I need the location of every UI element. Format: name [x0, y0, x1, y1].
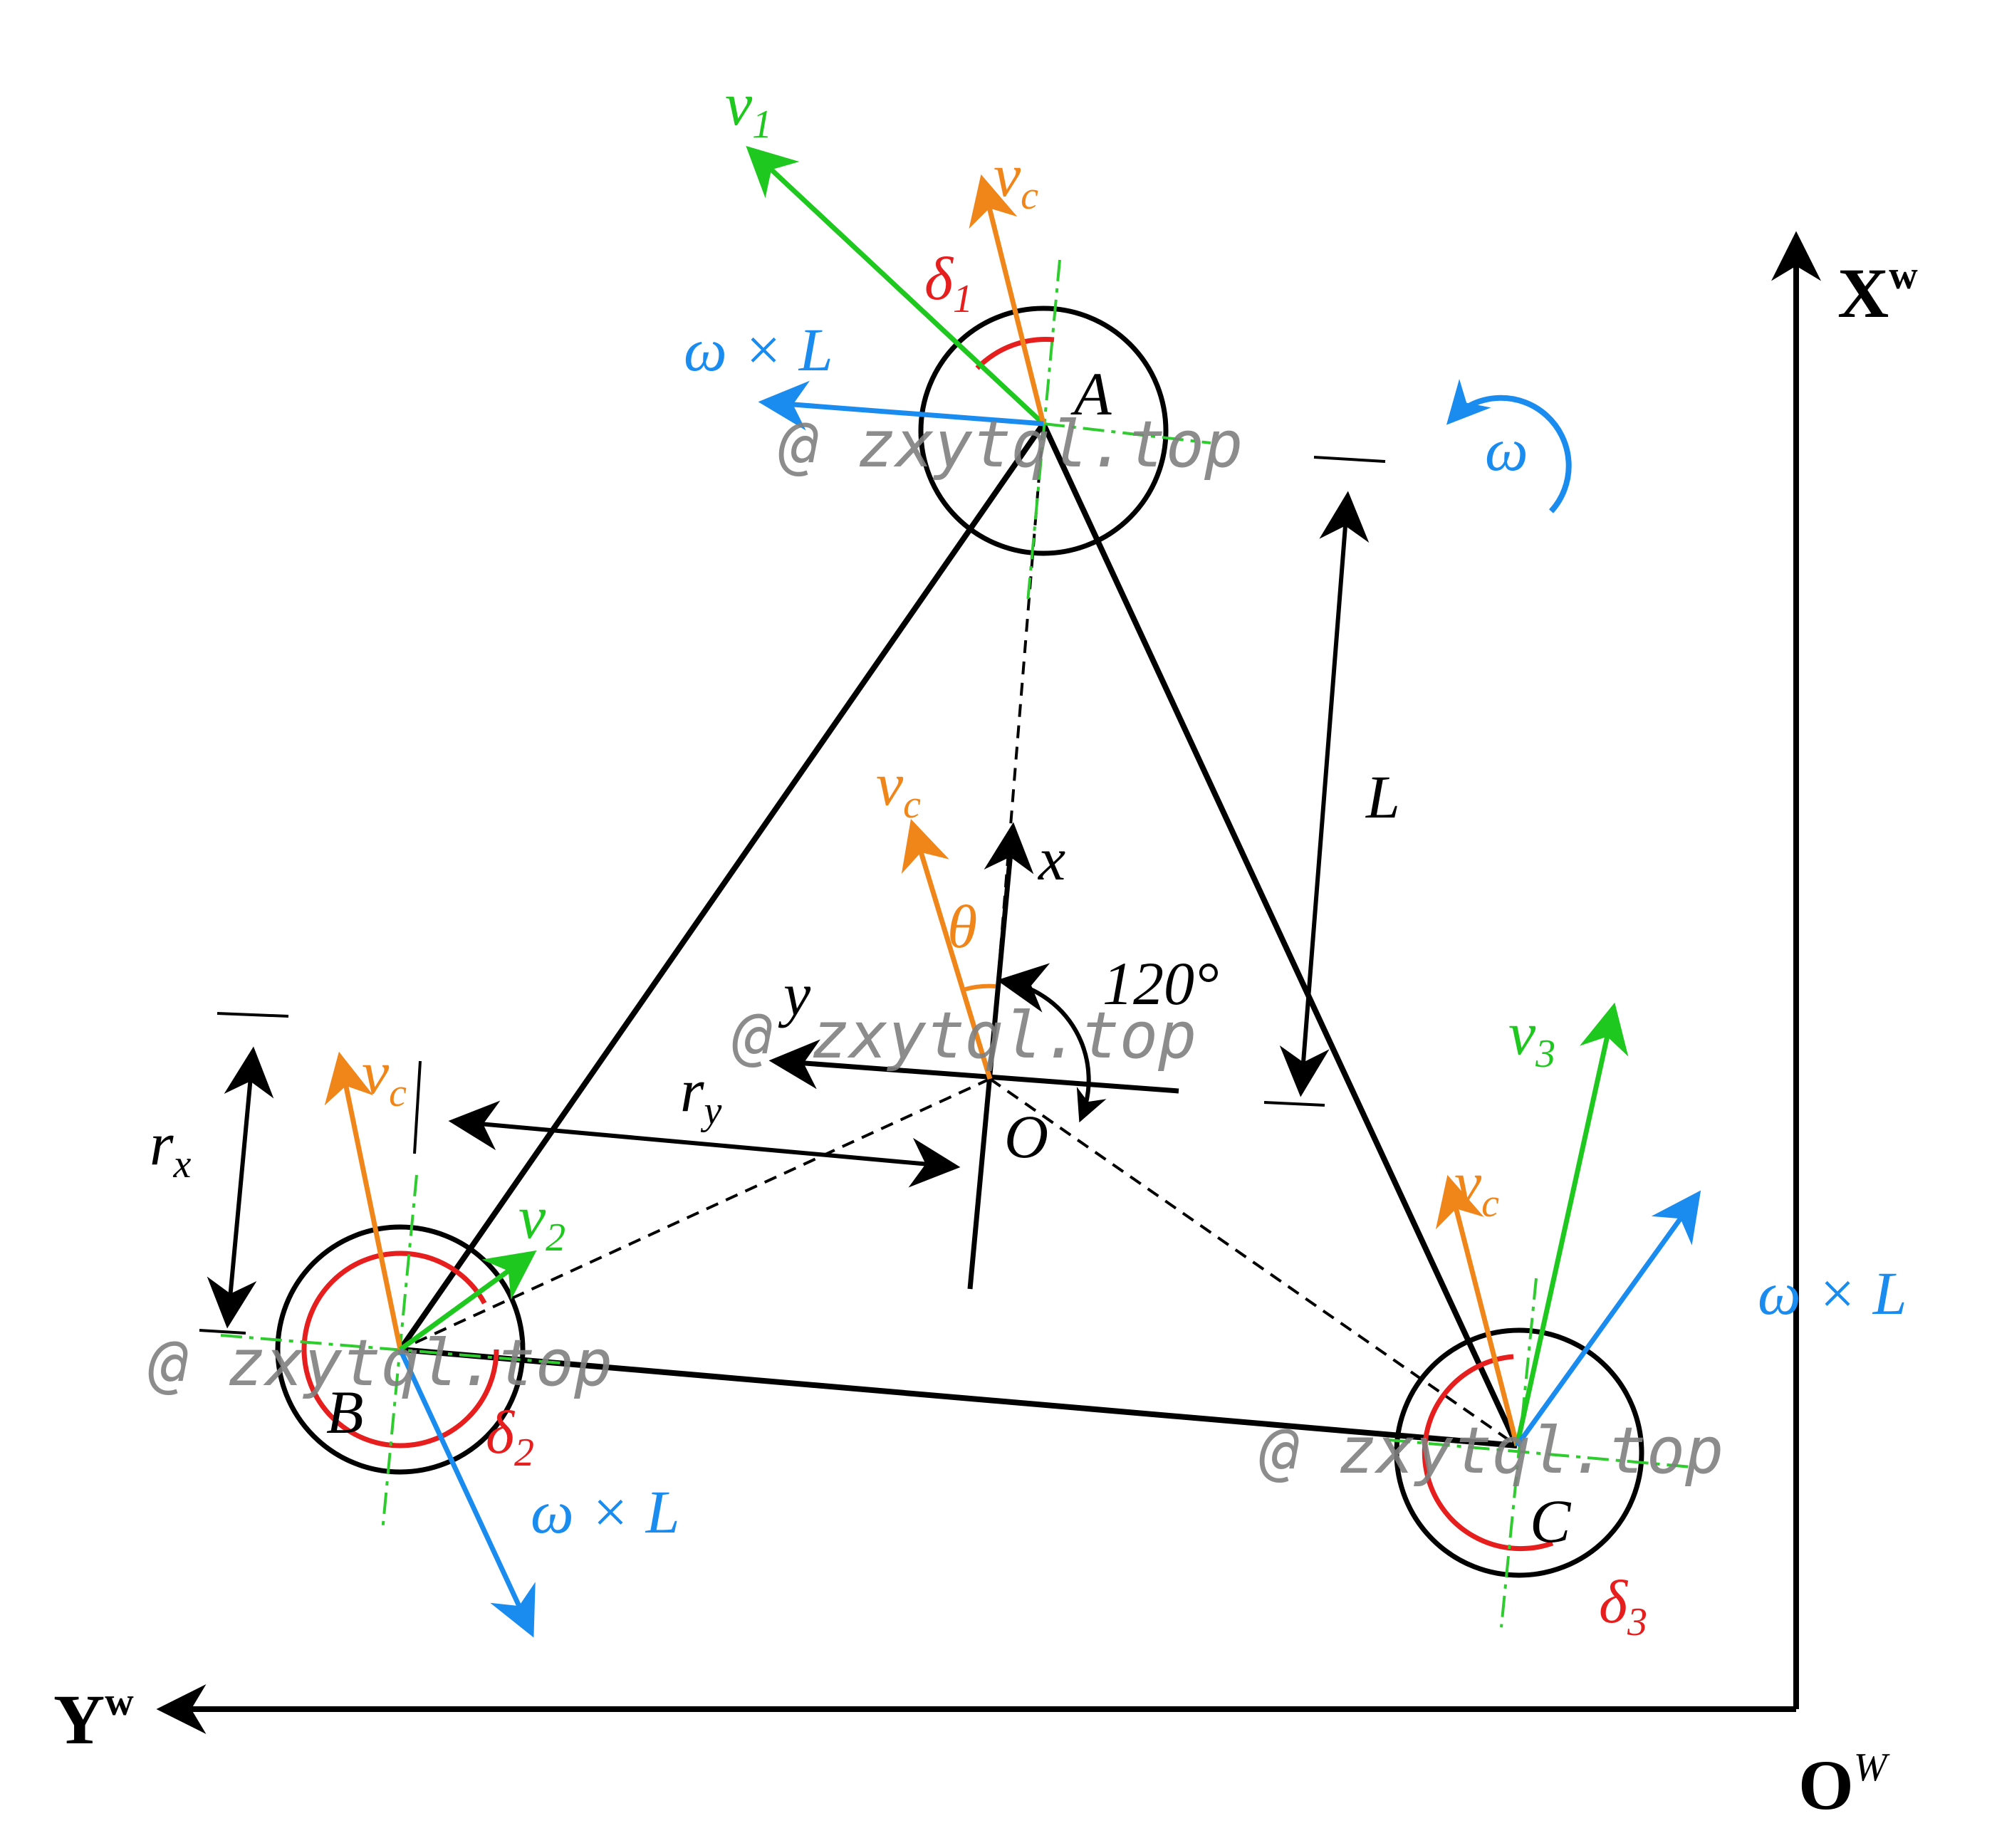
v1-arrow	[746, 145, 1045, 426]
delta1-arc	[975, 337, 1055, 370]
labels: v1 vc δ1 ω × L A ω Xw L vc x θ 120° y O …	[53, 70, 1918, 1824]
y-axis-body	[768, 1039, 1179, 1094]
wheel-c-centerline-h	[1388, 1439, 1692, 1468]
wheel-a-circle	[918, 306, 1169, 556]
wheel-a-centerline	[1026, 259, 1061, 602]
wl-label-c: ω × L	[1758, 1259, 1907, 1327]
rx-ext-bottom	[199, 1329, 246, 1335]
l-ext-top	[1313, 456, 1386, 463]
v3-label: v3	[1508, 999, 1555, 1076]
point-c-label: C	[1530, 1487, 1572, 1555]
vc-label-a: vc	[994, 141, 1038, 218]
v2-arrow	[398, 1250, 537, 1352]
ry-dimension	[448, 1100, 961, 1188]
l-ext-bottom	[1263, 1101, 1325, 1107]
vc-arrow-b	[324, 1051, 403, 1350]
v2-label: v2	[518, 1183, 565, 1260]
vc-arrow-o	[901, 818, 993, 1080]
edge-ac	[1041, 422, 1520, 1447]
vc-label-o: vc	[876, 750, 921, 827]
ry-ext-left	[413, 1060, 422, 1154]
watermarks: @ zxytql.top @ zxytql.top @ zxytql.top @…	[148, 407, 1724, 1488]
ow-label: OW	[1798, 1745, 1890, 1824]
dash-oc	[989, 1077, 1518, 1447]
edge-ab	[397, 422, 1046, 1352]
angle-120-arc	[996, 963, 1107, 1123]
wheel-b-circle	[275, 1224, 526, 1475]
vc-arrow-a	[969, 174, 1046, 424]
theta-label: θ	[947, 892, 977, 961]
y-axis-label: y	[778, 960, 811, 1028]
wheel-c	[1388, 1002, 1701, 1628]
delta3-arc	[1422, 1354, 1554, 1552]
omega-label: ω	[1485, 415, 1528, 484]
omega-rotation-arc	[1446, 379, 1572, 513]
rx-dimension	[207, 1046, 274, 1329]
world-frame	[156, 231, 1821, 1734]
xw-label: Xw	[1837, 254, 1918, 333]
dimensions	[199, 456, 1386, 1335]
v1-label: v1	[725, 70, 772, 147]
wheel-b-red-ring	[301, 1251, 499, 1448]
ry-label: ry	[680, 1056, 721, 1133]
wheel-c-circle	[1394, 1327, 1644, 1578]
wheel-b-centerline-h	[220, 1334, 570, 1365]
point-b-label: B	[326, 1378, 364, 1446]
watermark-1: @ zxytql.top	[778, 407, 1243, 482]
point-a-label: A	[1070, 360, 1112, 428]
wl-label-a: ω × L	[684, 315, 833, 384]
wheel-a-centerline-h	[1043, 422, 1211, 444]
edge-bc	[400, 1347, 1518, 1448]
watermark-4: @ zxytql.top	[1259, 1414, 1724, 1488]
rx-label: rx	[150, 1110, 191, 1186]
wl-arrow-c	[1515, 1190, 1701, 1448]
wheel-a	[746, 145, 1211, 602]
angle-120-label: 120°	[1102, 949, 1219, 1018]
vc-arrow-c	[1435, 1174, 1520, 1446]
wheel-b	[220, 1051, 570, 1638]
wl-arrow-b	[397, 1348, 536, 1638]
theta-arc	[962, 983, 996, 992]
x-axis-body	[967, 822, 1034, 1290]
wl-label-b: ω × L	[531, 1478, 680, 1546]
delta1-label: δ1	[924, 244, 973, 321]
v3-arrow	[1514, 1002, 1629, 1446]
l-label: L	[1365, 763, 1400, 831]
watermark-2: @ zxytql.top	[732, 998, 1196, 1073]
yw-label: Yw	[53, 1680, 134, 1759]
x-axis-label: x	[1037, 825, 1065, 893]
body-frame	[768, 818, 1179, 1290]
vc-label-c: vc	[1454, 1149, 1499, 1226]
delta2-label: δ2	[486, 1398, 534, 1475]
wl-arrow-a	[758, 380, 1044, 431]
delta3-label: δ3	[1599, 1567, 1647, 1644]
watermark-3: @ zxytql.top	[148, 1326, 612, 1401]
point-o-label: O	[1004, 1102, 1048, 1171]
l-dimension	[1279, 491, 1370, 1097]
vc-label-b: vc	[362, 1038, 407, 1115]
rx-ext-top	[217, 1012, 289, 1018]
